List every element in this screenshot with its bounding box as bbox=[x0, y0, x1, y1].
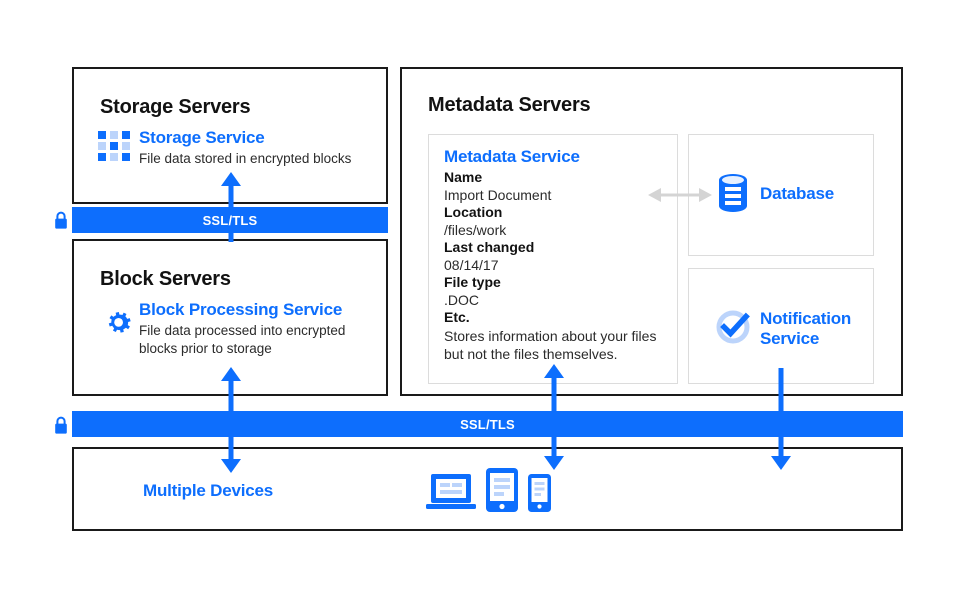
metadata-key-name: Name bbox=[444, 169, 483, 185]
ssl-tls-label-top: SSL/TLS bbox=[202, 212, 258, 228]
arrow-ssl-to-devices-left bbox=[220, 437, 242, 478]
phone-icon bbox=[528, 474, 551, 517]
padlock-icon-bottom bbox=[53, 415, 69, 440]
laptop-icon bbox=[426, 472, 476, 517]
metadata-key-location: Location bbox=[444, 204, 503, 220]
metadata-key-etc: Etc. bbox=[444, 309, 470, 325]
arrow-devices-to-block bbox=[220, 367, 242, 422]
metadata-key-file-type: File type bbox=[444, 274, 501, 290]
multiple-devices-label: Multiple Devices bbox=[143, 481, 274, 500]
metadata-service-note: Stores information about your files but … bbox=[444, 327, 657, 362]
notification-label-line2: Service bbox=[760, 328, 820, 348]
storage-blocks-icon bbox=[98, 131, 130, 168]
database-label: Database bbox=[760, 184, 834, 203]
ssl-tls-label-bottom: SSL/TLS bbox=[460, 416, 515, 432]
metadata-key-last-changed: Last changed bbox=[444, 239, 535, 255]
gears-icon bbox=[98, 300, 140, 347]
database-cylinder-icon bbox=[716, 172, 750, 219]
ssl-tls-bar-bottom: SSL/TLS bbox=[72, 411, 903, 437]
storage-service-name: Storage Service bbox=[139, 128, 265, 147]
block-servers-title: Block Servers bbox=[100, 268, 231, 290]
metadata-service-content: Metadata Service Name Import Document Lo… bbox=[444, 147, 672, 363]
storage-servers-title: Storage Servers bbox=[100, 96, 251, 118]
metadata-value-name: Import Document bbox=[444, 186, 552, 203]
check-circle-icon bbox=[714, 308, 752, 351]
arrow-metadata-database-bidirectional bbox=[648, 186, 712, 209]
metadata-service-card bbox=[428, 134, 678, 384]
metadata-value-location: /files/work bbox=[444, 221, 507, 238]
block-processing-service-name: Block Processing Service bbox=[139, 300, 343, 319]
metadata-value-last-changed: 08/14/17 bbox=[444, 256, 499, 273]
block-processing-service-desc: File data processed into encrypted block… bbox=[139, 323, 346, 357]
notification-service-label: Notification Service bbox=[760, 309, 851, 348]
metadata-servers-title: Metadata Servers bbox=[428, 94, 591, 116]
storage-service-desc: File data stored in encrypted blocks bbox=[139, 151, 352, 166]
tablet-icon bbox=[486, 468, 518, 517]
metadata-service-title: Metadata Service bbox=[444, 147, 580, 166]
padlock-icon-top bbox=[53, 210, 69, 235]
notification-label-line1: Notification bbox=[760, 309, 852, 328]
device-icons-row bbox=[426, 468, 551, 517]
ssl-tls-bar-top: SSL/TLS bbox=[72, 207, 388, 233]
metadata-value-file-type: .DOC bbox=[444, 291, 479, 308]
